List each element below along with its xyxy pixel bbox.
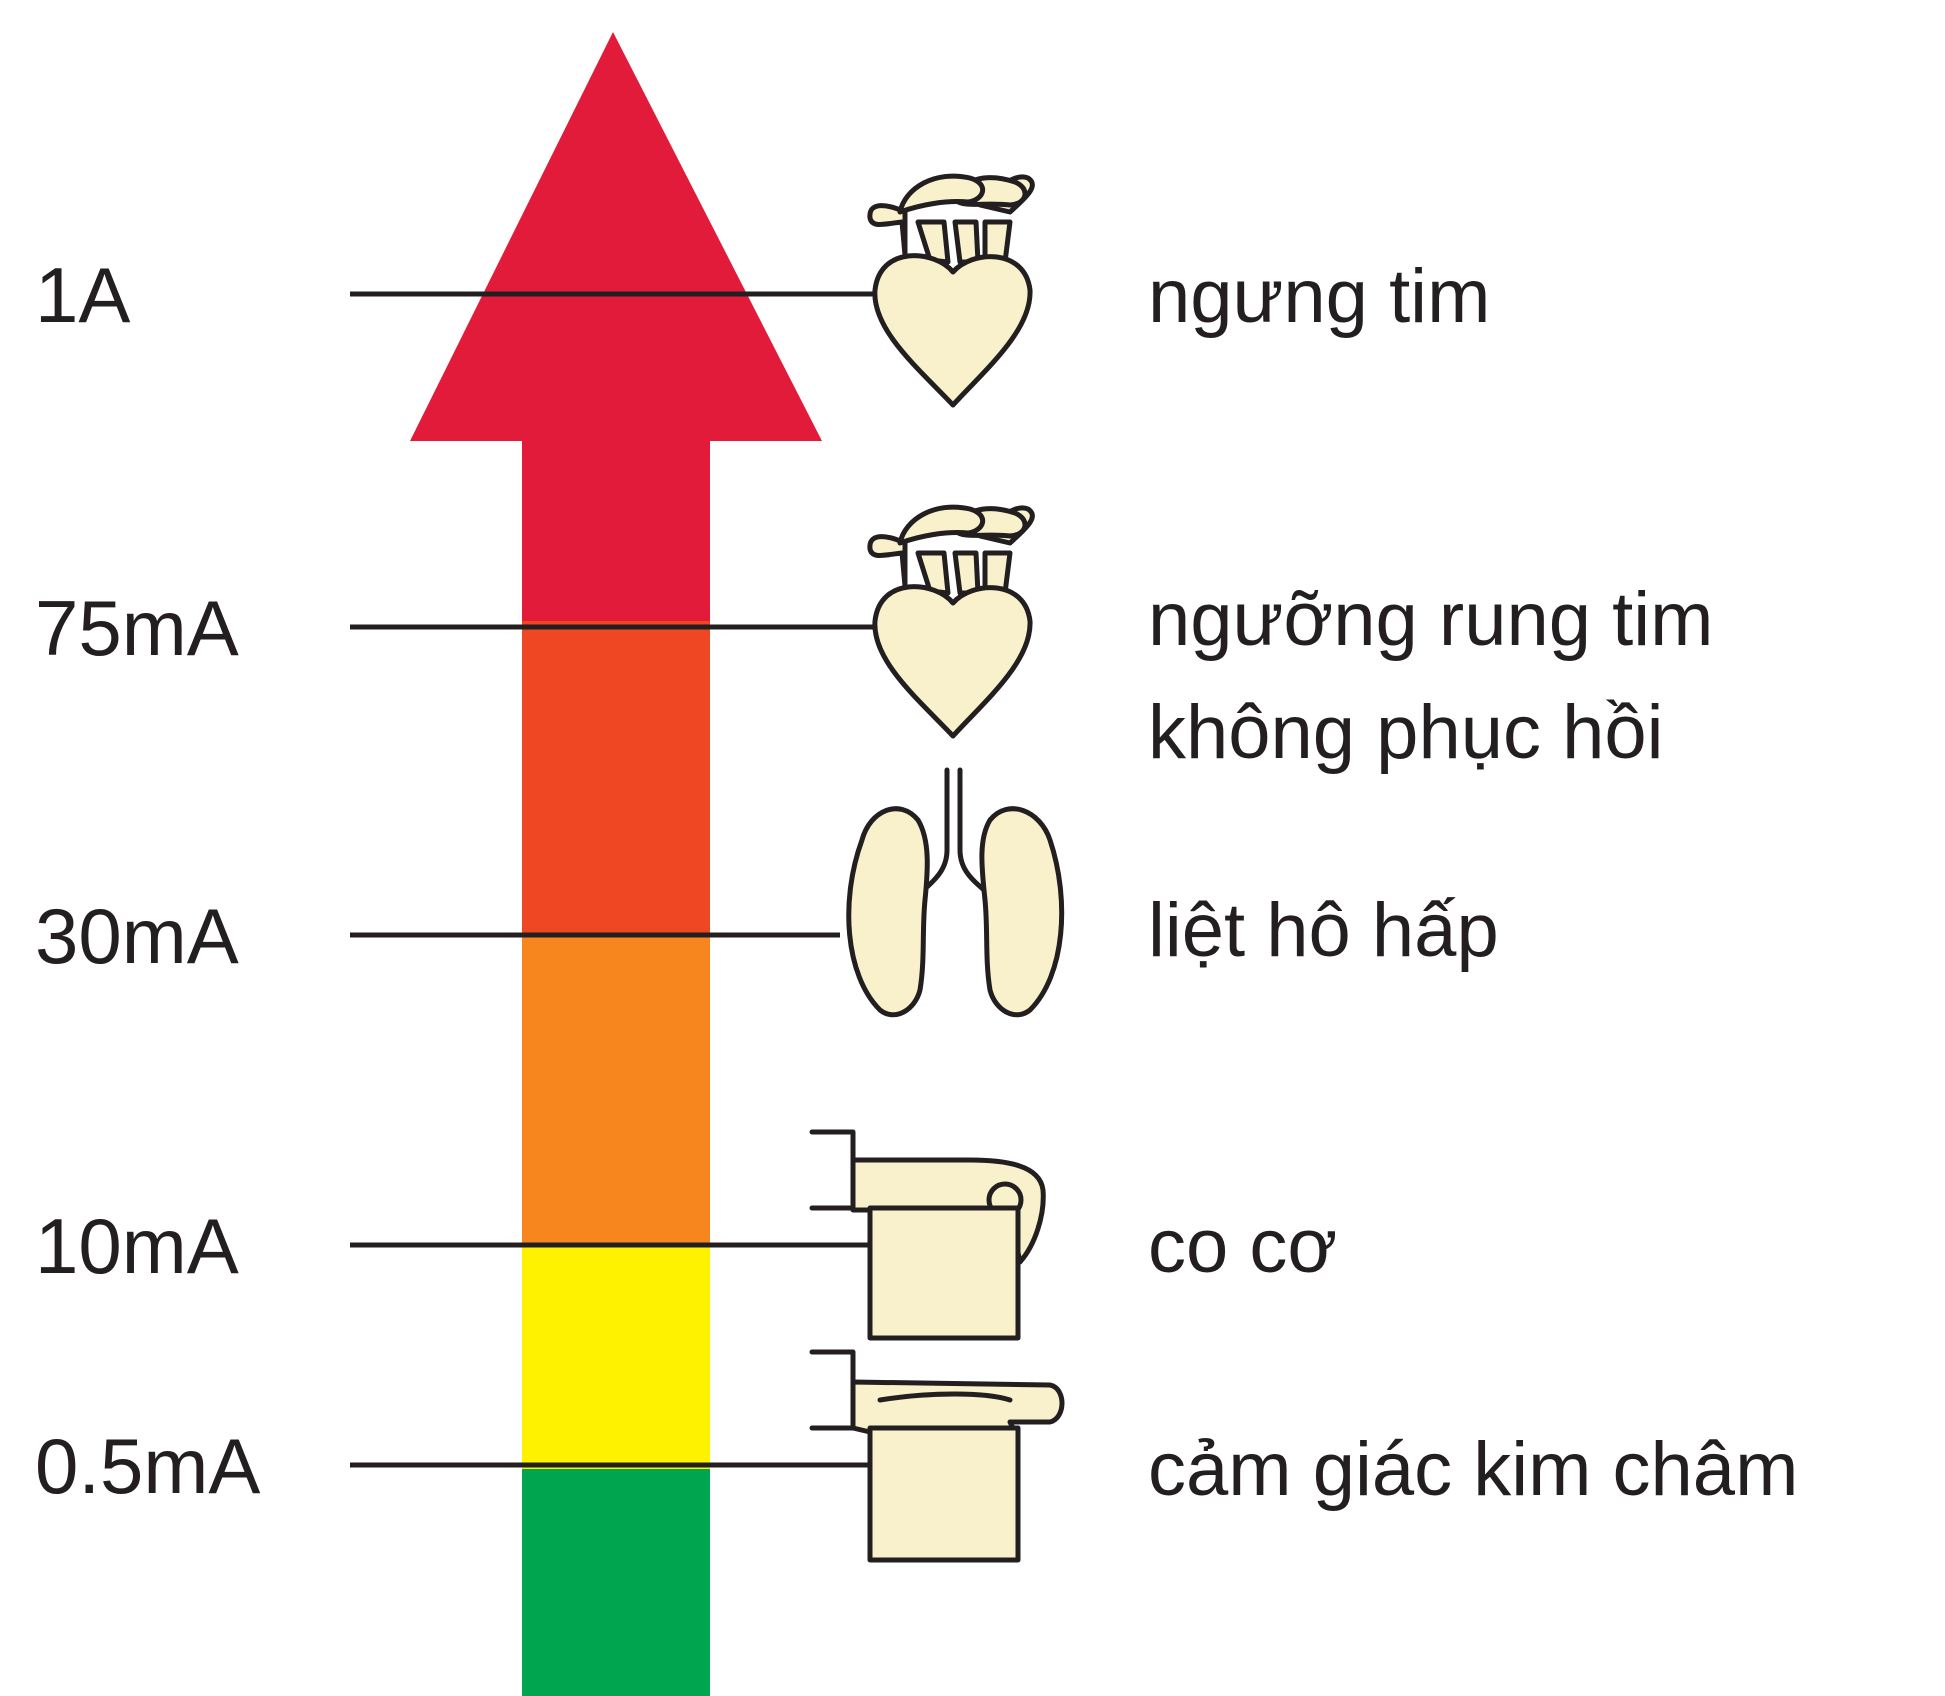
current-labels: 1A 75mA 30mA 10mA 0.5mA — [35, 251, 260, 1510]
effect-label-cardiac-arrest: ngưng tim — [1148, 254, 1490, 339]
contracted-hand-icon — [812, 1132, 1043, 1338]
current-arrow — [410, 32, 822, 1696]
current-label-05ma: 0.5mA — [35, 1422, 260, 1510]
arrow-segment-yellow — [522, 1245, 710, 1469]
lungs-icon — [849, 770, 1062, 1015]
arrow-segment-green — [522, 1468, 710, 1696]
effect-label-respiratory-paralysis: liệt hô hấp — [1148, 888, 1499, 973]
heart-icon — [870, 507, 1032, 736]
current-label-10ma: 10mA — [35, 1202, 239, 1290]
pointing-hand-icon — [812, 1352, 1062, 1560]
current-label-75ma: 75mA — [35, 584, 239, 672]
heart-icon — [870, 176, 1032, 405]
effect-label-fibrillation-line1: ngưỡng rung tim — [1148, 577, 1713, 662]
current-label-1a: 1A — [35, 251, 130, 339]
effect-labels: ngưng tim ngưỡng rung tim không phục hồi… — [1148, 254, 1798, 1512]
effect-label-fibrillation-line2: không phục hồi — [1148, 690, 1664, 775]
arrow-head — [410, 32, 822, 441]
effect-label-muscle-contraction: co cơ — [1148, 1204, 1337, 1289]
effect-label-tingling: cảm giác kim châm — [1148, 1427, 1798, 1512]
arrow-segment-red — [522, 430, 710, 621]
arrow-segment-orange — [522, 935, 710, 1246]
arrow-segment-red-orange — [522, 620, 710, 936]
current-label-30ma: 30mA — [35, 892, 239, 980]
